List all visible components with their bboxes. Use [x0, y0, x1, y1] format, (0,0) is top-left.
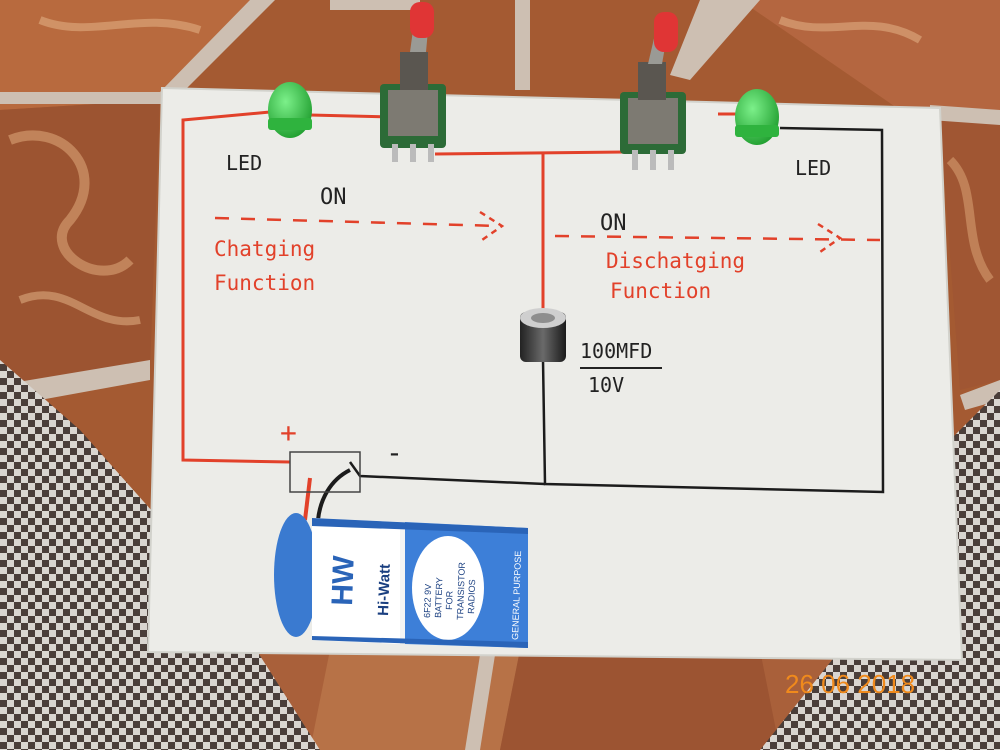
plus-sign: +	[280, 416, 297, 449]
left-on-label: ON	[320, 185, 347, 210]
discharging-label-line1: Dischatging	[606, 249, 745, 273]
minus-sign: -	[386, 436, 403, 469]
led-right	[735, 89, 779, 145]
discharging-label-line2: Function	[610, 279, 711, 303]
circuit-board	[146, 86, 964, 662]
charging-arrow	[214, 216, 501, 228]
red-wires	[181, 110, 740, 464]
battery-line3: FOR	[444, 590, 455, 610]
capacitor-value-label: 100MFD	[580, 339, 652, 363]
battery-line4: TRANSISTOR	[455, 561, 467, 620]
toggle-switch-right[interactable]	[620, 12, 686, 170]
battery-model: 6F22 9V	[422, 584, 433, 618]
battery-snap	[289, 451, 361, 521]
battery-brand-name: Hi-Watt	[375, 564, 394, 616]
date-stamp: 26 06 2018	[785, 669, 915, 699]
capacitor	[520, 308, 566, 362]
charging-label-line1: Chatging	[214, 237, 315, 261]
right-led-label: LED	[795, 156, 831, 180]
battery-line5: RADIOS	[466, 579, 477, 614]
battery-9v	[274, 513, 528, 648]
led-left	[268, 82, 312, 138]
right-on-label: ON	[600, 211, 627, 236]
battery-side-text: GENERAL PURPOSE	[510, 551, 523, 640]
battery-line2: BATTERY	[433, 577, 444, 618]
charging-label-line2: Function	[214, 271, 315, 295]
toggle-switch-left[interactable]	[380, 2, 446, 162]
capacitor-voltage-label: 10V	[588, 373, 624, 397]
left-led-label: LED	[226, 151, 262, 175]
battery-brand-logo: HW	[326, 554, 361, 606]
discharging-arrow	[554, 234, 881, 242]
